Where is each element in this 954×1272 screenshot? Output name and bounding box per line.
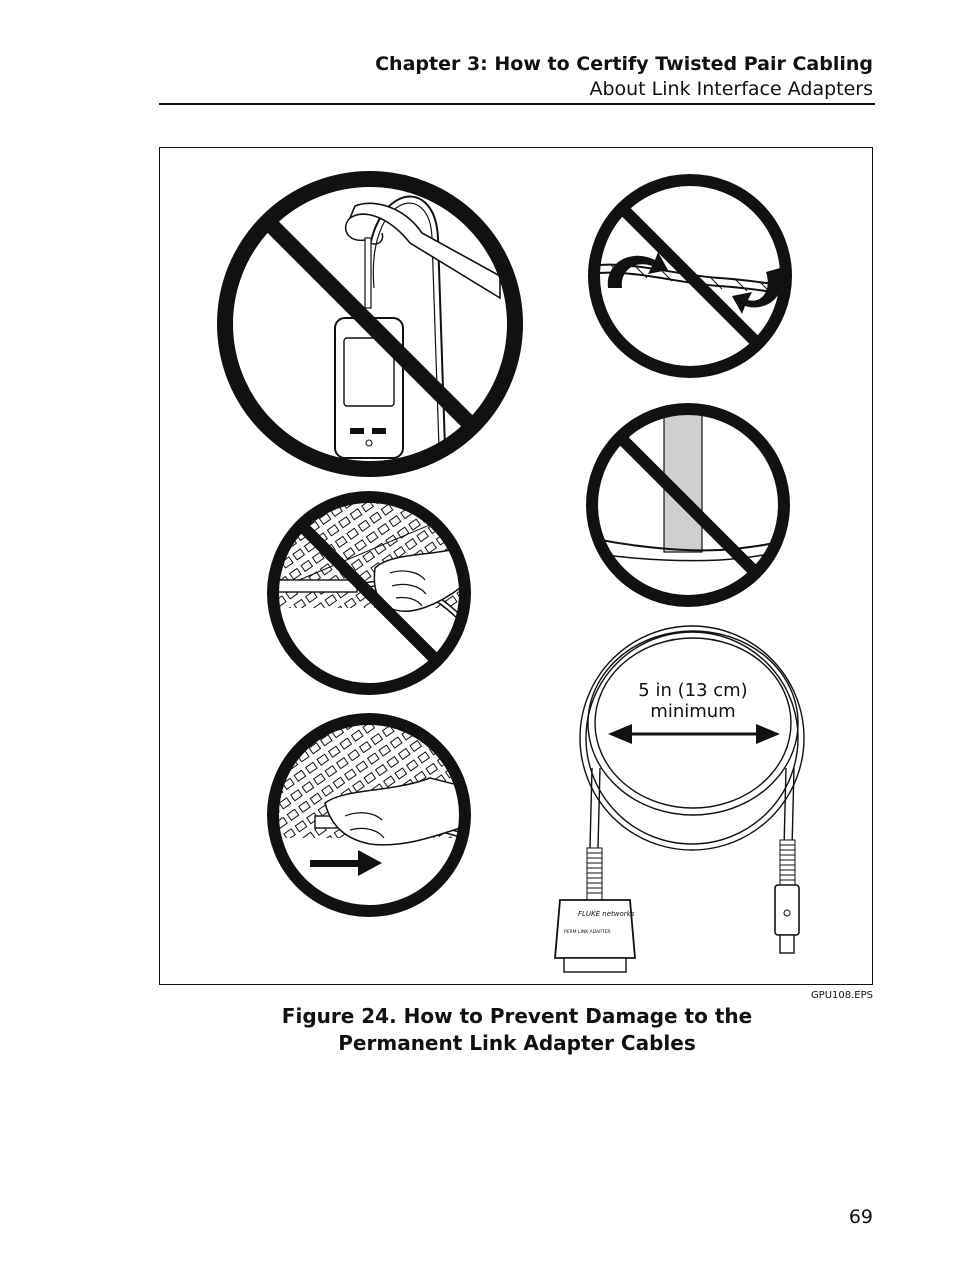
panel-crush-cable-prohibited	[586, 403, 790, 607]
figure-caption: Figure 24. How to Prevent Damage to the …	[159, 1003, 875, 1057]
panel-twist-cable-prohibited	[588, 174, 792, 378]
figure-frame: FLUKE networks PERM LINK ADAPTER 5 in (1…	[159, 147, 873, 985]
header-rule	[159, 103, 875, 105]
adapter-label: PERM LINK ADAPTER	[564, 929, 611, 935]
min-bend-radius-label: 5 in (13 cm) minimum	[638, 680, 748, 722]
section-title: About Link Interface Adapters	[589, 78, 873, 100]
figure-caption-line-1: Figure 24. How to Prevent Damage to the	[281, 1004, 753, 1028]
panel-pull-by-cable-prohibited	[267, 491, 471, 695]
figure-illustration: FLUKE networks PERM LINK ADAPTER	[217, 171, 805, 973]
panel-coiled-cable-min-radius: FLUKE networks PERM LINK ADAPTER	[554, 625, 805, 973]
page-number: 69	[848, 1206, 873, 1228]
panel-pull-tester-prohibited	[217, 171, 523, 477]
figure-file-code: GPU108.EPS	[810, 990, 873, 1001]
chapter-title: Chapter 3: How to Certify Twisted Pair C…	[375, 53, 873, 75]
adapter-brand-logo: FLUKE networks	[578, 910, 635, 918]
panel-pull-by-connector-correct	[267, 713, 471, 917]
figure-caption-line-2: Permanent Link Adapter Cables	[338, 1031, 696, 1055]
